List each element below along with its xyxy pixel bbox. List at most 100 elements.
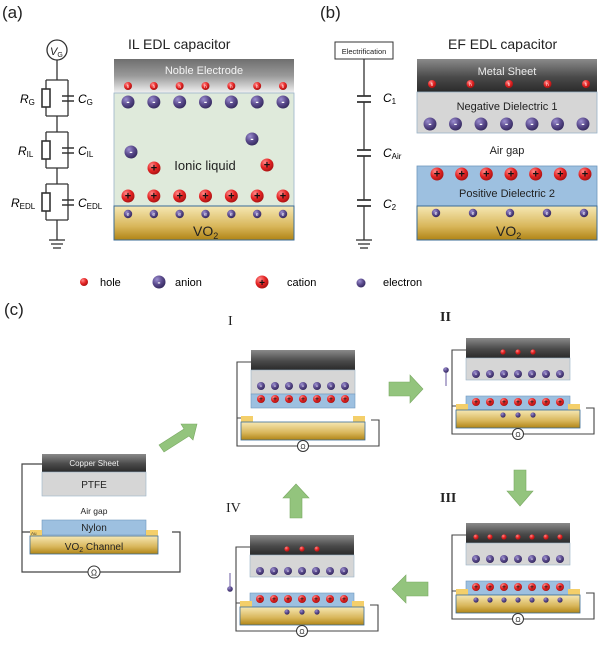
svg-text:-: - <box>330 384 332 390</box>
cation-icon: + <box>298 595 306 603</box>
anion-icon: - <box>284 567 292 575</box>
svg-text:+: + <box>516 399 520 406</box>
cation-icon: + <box>486 583 494 591</box>
capacitor-c2 <box>357 199 371 207</box>
svg-text:+: + <box>151 163 157 175</box>
legend-electron: electron <box>356 277 422 289</box>
ohmmeter-icon <box>87 565 101 579</box>
device-air-gap-label: Air gap <box>81 506 108 516</box>
anion-icon: - <box>500 370 508 378</box>
svg-text:-: - <box>489 557 491 563</box>
svg-text:-: - <box>531 557 533 563</box>
anion-icon: - <box>340 567 348 575</box>
svg-text:+: + <box>488 399 492 406</box>
cation-icon: + <box>500 398 508 406</box>
ohmmeter-icon: Ω <box>512 613 524 625</box>
svg-text:e: e <box>152 212 155 218</box>
hole-icon <box>515 349 521 355</box>
vo2-label-b: VO2 <box>496 223 521 241</box>
hole-icon: h <box>582 80 590 88</box>
electron-icon: e <box>201 209 210 219</box>
electron-icon: e <box>149 209 159 219</box>
svg-text:-: - <box>479 119 482 130</box>
legend-cation-label: cation <box>287 277 316 289</box>
svg-text:-: - <box>126 97 129 108</box>
copper-sheet <box>466 523 570 543</box>
hole-icon <box>515 534 521 540</box>
anion-icon: - <box>299 382 307 390</box>
electron-icon <box>515 412 521 418</box>
cation-icon: + <box>542 583 550 591</box>
cation-icon <box>255 275 269 289</box>
nylon-layer <box>41 519 147 536</box>
svg-text:+: + <box>287 396 291 403</box>
cation-icon: + <box>121 189 135 203</box>
cation-icon: + <box>276 189 290 203</box>
svg-text:+: + <box>434 169 440 181</box>
anion-icon: - <box>423 117 437 131</box>
capacitor-c1 <box>357 95 371 103</box>
svg-text:+: + <box>474 399 478 406</box>
electron-icon <box>501 597 507 603</box>
cation-icon: + <box>147 161 161 175</box>
electron-icon: e <box>252 209 262 219</box>
anion-icon: - <box>542 370 550 378</box>
anion-icon: - <box>270 567 278 575</box>
svg-text:+: + <box>151 191 157 203</box>
svg-text:e: e <box>127 212 130 218</box>
anion-icon: - <box>256 567 264 575</box>
redl-label: REDL <box>11 196 36 211</box>
copper-sheet <box>466 338 570 358</box>
panel-c-label: (c) <box>4 300 24 319</box>
svg-text:+: + <box>125 191 131 203</box>
cation-icon: + <box>556 583 564 591</box>
svg-text:e: e <box>509 211 512 217</box>
metal-sheet-label: Metal Sheet <box>478 66 537 78</box>
cation-icon: + <box>260 158 274 172</box>
stage-label-iii: III <box>440 491 456 506</box>
legend-anion: - anion <box>152 275 202 289</box>
copper-sheet-label: Copper Sheet <box>69 459 119 468</box>
electron-icon <box>487 597 493 603</box>
cation-icon: + <box>500 583 508 591</box>
hole-icon <box>80 278 88 286</box>
copper-sheet <box>250 535 354 555</box>
svg-text:+: + <box>301 396 305 403</box>
hole-icon <box>501 534 507 540</box>
ohmmeter-icon: Ω <box>512 428 524 440</box>
svg-text:+: + <box>532 169 538 181</box>
svg-text:+: + <box>557 169 563 181</box>
panel-a-label: (a) <box>2 3 23 22</box>
svg-text:+: + <box>502 584 506 591</box>
electron-icon: e <box>123 209 133 219</box>
svg-text:-: - <box>517 372 519 378</box>
electron-icon <box>443 367 449 373</box>
copper-sheet <box>251 350 355 370</box>
svg-text:-: - <box>287 569 289 575</box>
svg-text:+: + <box>258 596 262 603</box>
svg-text:+: + <box>328 596 332 603</box>
electron-icon <box>227 586 233 592</box>
hole-icon: h <box>227 82 236 90</box>
electron-icon: e <box>579 208 589 218</box>
anion-icon: - <box>514 370 522 378</box>
au-electrode-left <box>241 416 253 422</box>
electron-icon <box>356 278 366 288</box>
svg-text:h: h <box>127 84 130 89</box>
svg-text:+: + <box>343 396 347 403</box>
svg-text:+: + <box>272 596 276 603</box>
arrow-to-stage-i-icon <box>158 423 198 453</box>
teng-device: Copper Sheet PTFE Air gap Nylon Au VO2 C… <box>21 454 181 579</box>
cation-icon: + <box>472 583 480 591</box>
svg-text:h: h <box>585 82 588 87</box>
svg-text:Ω: Ω <box>300 444 305 451</box>
legend-hole-label: hole <box>100 277 121 289</box>
svg-text:+: + <box>530 584 534 591</box>
anion-icon: - <box>472 370 480 378</box>
svg-text:-: - <box>475 557 477 563</box>
stage-iv: Ω-------+++++++ <box>227 535 379 637</box>
ionic-liquid-label: Ionic liquid <box>174 158 235 173</box>
svg-text:e: e <box>282 212 285 218</box>
anion-icon: - <box>121 95 135 109</box>
